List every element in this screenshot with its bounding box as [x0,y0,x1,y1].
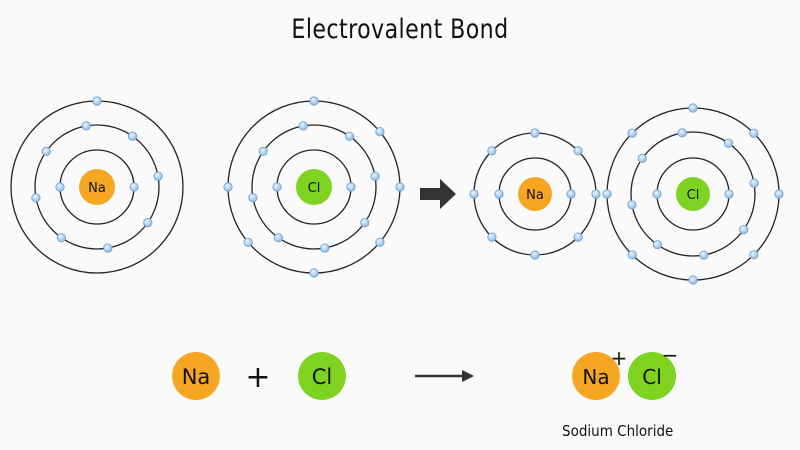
electron [92,96,102,106]
reaction-arrow-icon [420,179,456,209]
chemical-equation: Na + Cl Na + Cl − [172,343,678,400]
reactant-sodium: Na [182,365,211,389]
electron [243,237,253,247]
electrons [55,182,139,192]
electron [298,121,308,131]
electron [530,250,540,260]
electron [360,218,370,228]
electron [395,182,405,192]
electron [688,275,698,285]
electrons [223,96,405,278]
electron [637,153,647,163]
electron [346,182,356,192]
chlorine-ball [298,352,346,400]
electrons [248,121,380,253]
electron [723,138,734,148]
electrons [92,96,102,106]
sodium-atom-neutral: Na [10,96,184,274]
electron [774,189,784,199]
electron [566,189,576,199]
electrons [31,121,163,253]
sodium-symbol: Na [526,188,544,203]
electron [103,243,113,253]
electron [627,128,637,138]
electron [724,189,734,199]
electron [677,128,687,138]
electrons [469,128,601,260]
electrons [602,103,784,285]
electron [487,232,497,242]
electron [128,131,138,141]
electron [143,218,153,228]
electron [652,189,662,199]
electron [41,146,51,156]
electron [749,250,759,260]
electrons [627,128,759,260]
electron [81,121,91,131]
chlorine-nucleus [676,177,710,211]
electron [688,103,698,113]
chlorine-nucleus [296,169,332,205]
sodium-ion-ball [572,352,620,400]
reactant-chlorine: Cl [312,365,333,389]
electron [56,233,67,243]
product-chlorine: Cl [642,365,662,389]
chloride-ion: Cl [602,103,784,285]
plus-sign: + [245,360,270,395]
sodium-symbol: Na [88,181,106,196]
chlorine-atom-neutral: Cl [223,96,405,278]
electron [652,240,663,250]
electron [530,128,540,138]
yield-arrow-icon [415,370,474,382]
electron [344,131,355,141]
electron [223,182,233,192]
sodium-nucleus [518,177,552,211]
electron [573,146,583,156]
electron [272,182,282,192]
chloride-ion-ball [628,352,676,400]
electron [749,128,759,138]
chlorine-symbol: Cl [687,188,700,203]
orbit [34,124,160,250]
chloride-charge: − [662,343,679,367]
electron [273,233,283,243]
electron [375,237,385,247]
sodium-ion: Na [469,128,601,260]
electrons [494,189,576,199]
electron [749,178,759,188]
electron [258,146,268,156]
electron [129,182,139,192]
electron [31,193,41,203]
electron [494,189,504,199]
chlorine-symbol: Cl [308,181,321,196]
electron [739,225,749,235]
electron [309,268,319,278]
product-name-label: Sodium Chloride [562,422,674,440]
electron [469,189,479,199]
electron [699,250,709,260]
electron [375,127,385,137]
electron [627,250,637,260]
electron [627,200,637,210]
electron [573,232,583,242]
electron [602,189,612,199]
electrons [652,189,734,199]
orbit [630,131,756,257]
electron [248,193,258,203]
electron [320,243,330,253]
electron [153,171,163,181]
electrons [272,182,356,192]
product-sodium: Na [582,365,609,389]
sodium-ball [172,352,220,400]
electron [309,96,319,106]
orbit [251,124,377,250]
electron [370,171,380,181]
page-title: Electrovalent Bond [291,14,509,45]
electron [55,182,65,192]
sodium-nucleus [79,169,115,205]
sodium-charge: + [611,346,628,370]
electron [591,189,601,199]
electron [487,146,497,156]
